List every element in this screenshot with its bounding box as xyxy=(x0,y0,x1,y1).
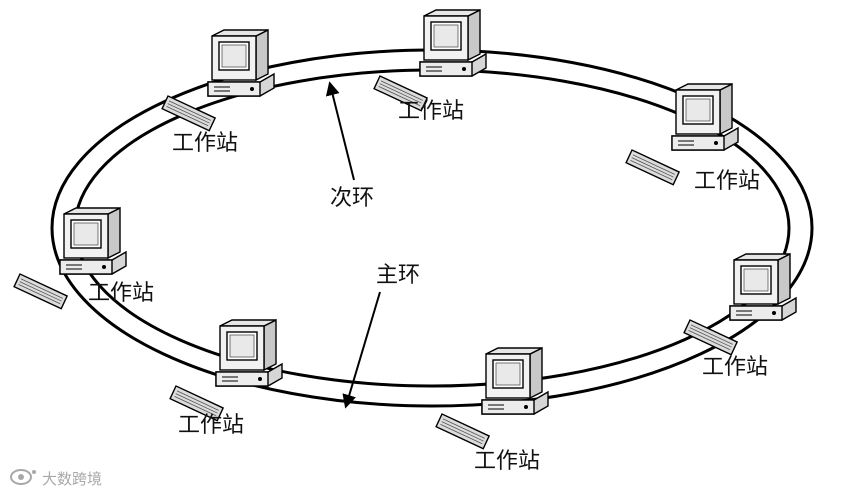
workstation-7: 工作站 xyxy=(435,347,549,474)
workstation-1-label: 工作站 xyxy=(172,131,238,156)
desktop-computer-icon xyxy=(683,253,797,356)
workstation-5: 工作站 xyxy=(683,253,797,380)
desktop-computer-icon xyxy=(161,29,275,132)
workstation-3-label: 工作站 xyxy=(694,169,760,194)
workstation-2: 工作站 xyxy=(373,9,487,124)
desktop-computer-icon xyxy=(373,9,487,112)
workstation-2-label: 工作站 xyxy=(398,99,464,124)
watermark: 大数跨境 xyxy=(10,469,102,488)
desktop-computer-icon xyxy=(435,347,549,450)
primary-ring-callout: 主环 xyxy=(342,263,420,409)
desktop-computer-icon xyxy=(169,319,283,422)
secondary-ring-callout: 次环 xyxy=(325,81,374,211)
workstation-6-label: 工作站 xyxy=(178,413,244,438)
workstation-4-label: 工作站 xyxy=(88,281,154,306)
workstation-4: 工作站 xyxy=(13,207,154,310)
primary-ring-arrow xyxy=(342,291,381,409)
workstation-3: 工作站 xyxy=(625,83,760,194)
eye-logo-icon xyxy=(10,469,36,485)
secondary-ring-label: 次环 xyxy=(330,186,374,211)
workstation-6: 工作站 xyxy=(169,319,283,438)
workstation-5-label: 工作站 xyxy=(702,355,768,380)
workstation-7-label: 工作站 xyxy=(474,449,540,474)
workstation-1: 工作站 xyxy=(161,29,275,156)
watermark-text: 大数跨境 xyxy=(42,470,102,488)
secondary-ring-arrow xyxy=(325,81,355,181)
primary-ring-label: 主环 xyxy=(376,263,420,288)
